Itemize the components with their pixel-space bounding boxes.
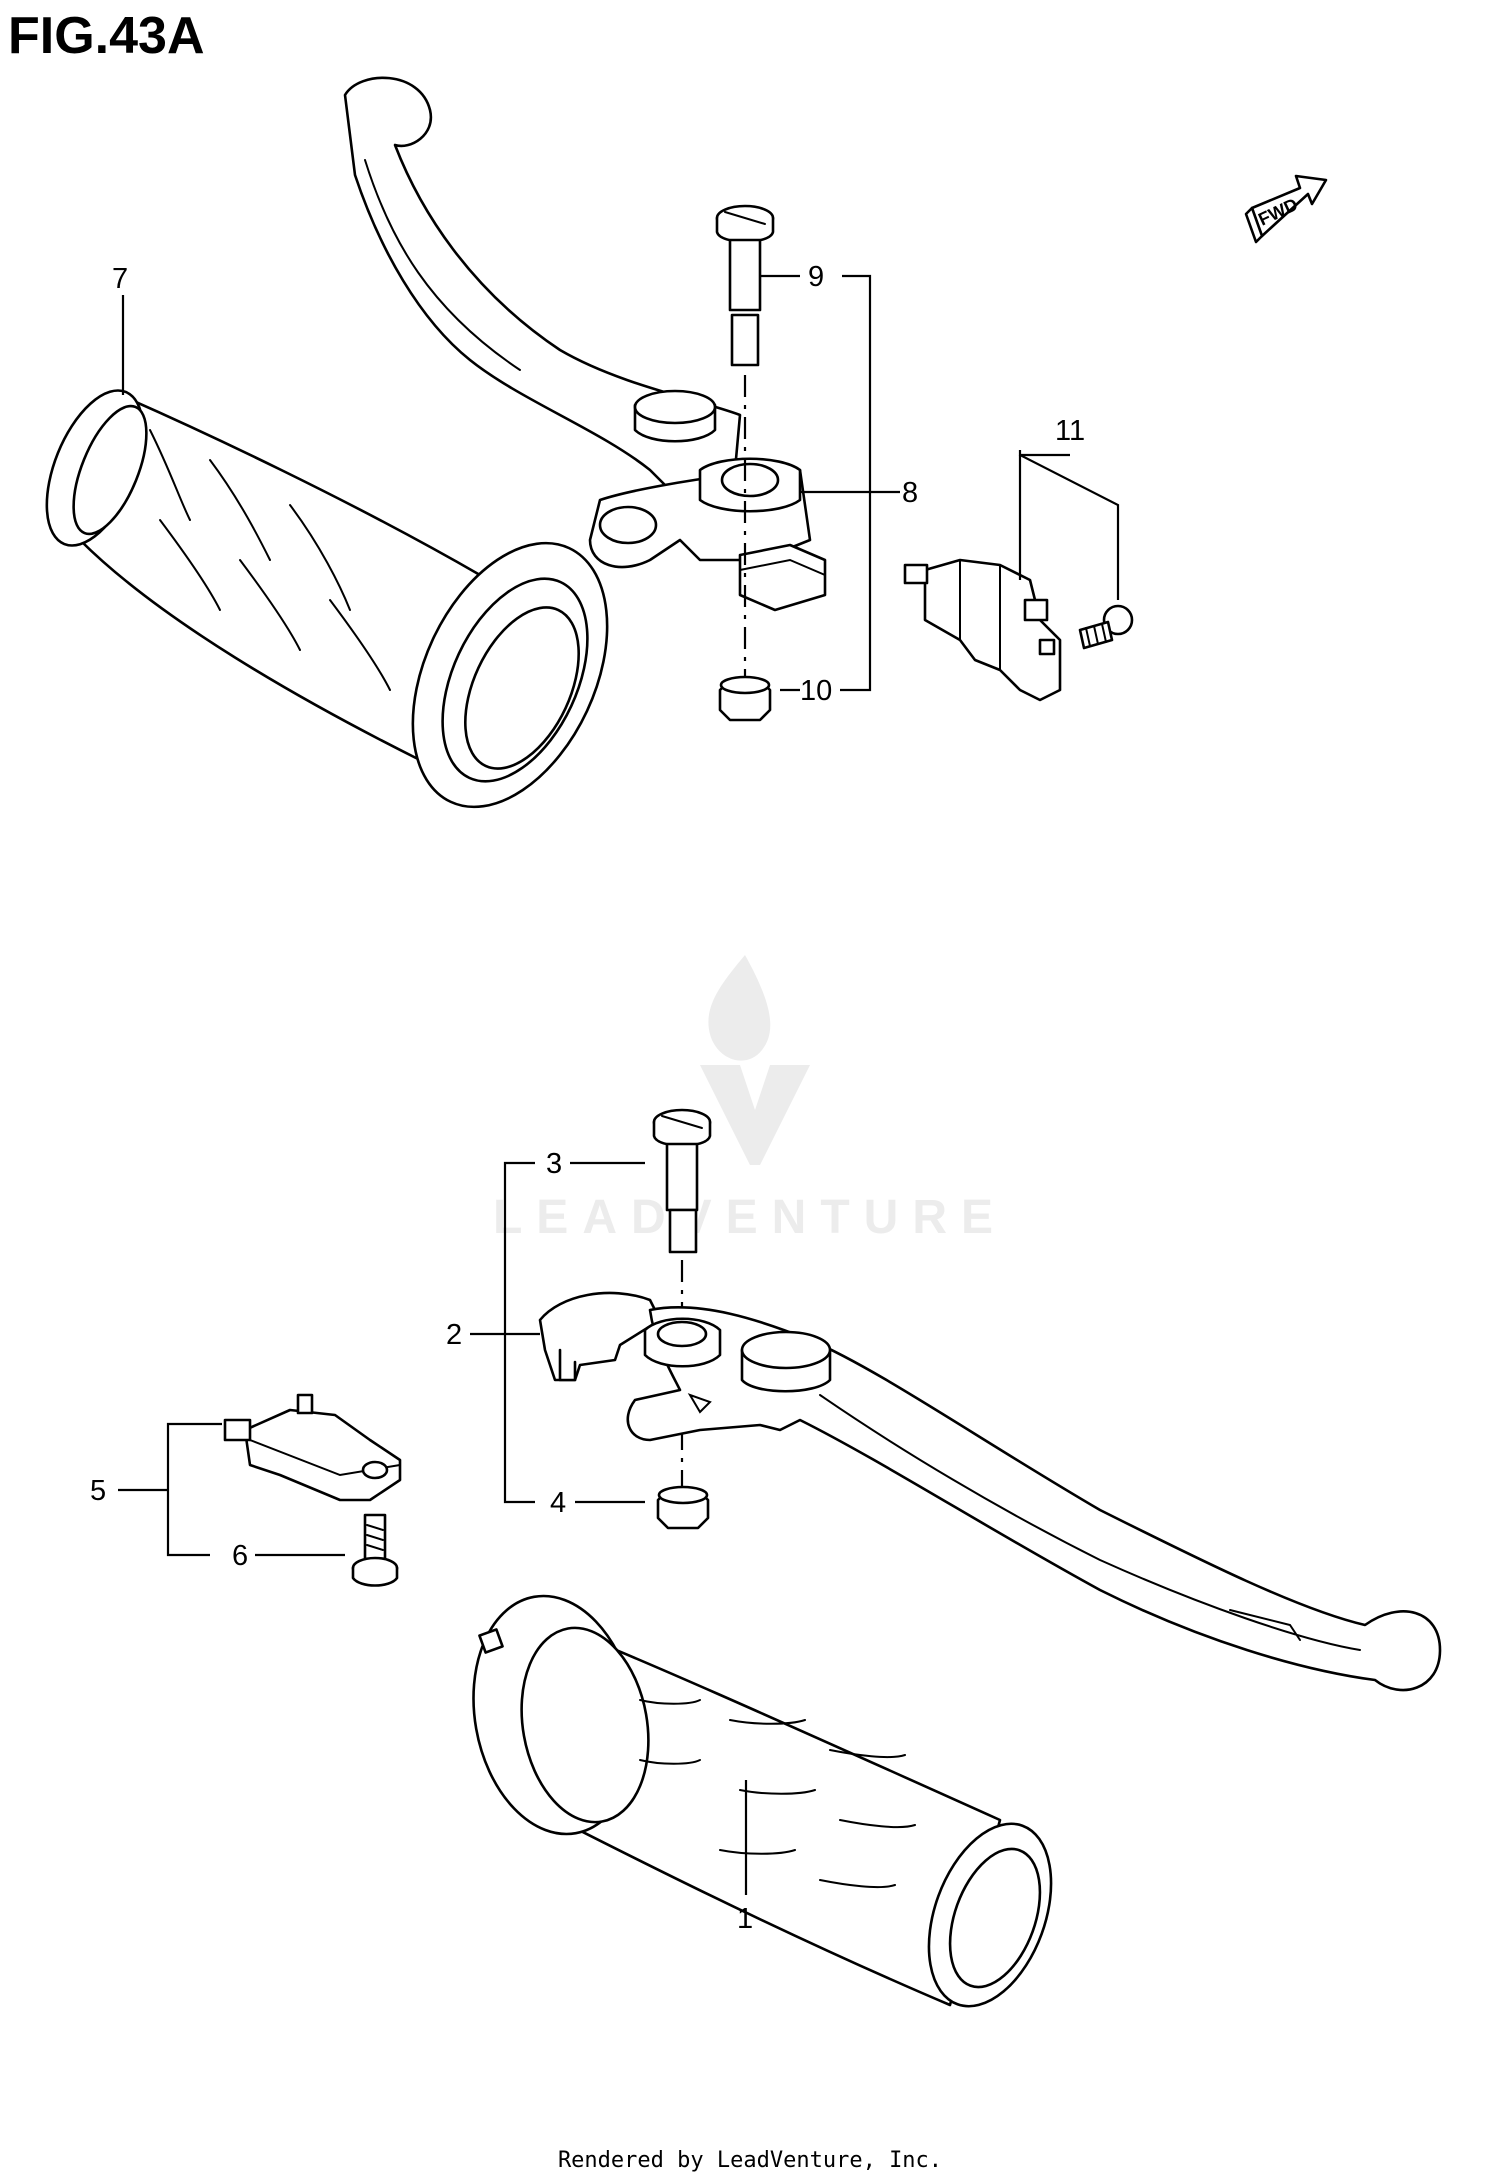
figure-title: FIG.43A [8,7,205,65]
callout-9: 9 [808,261,824,293]
left-handlebar-grip [45,389,609,809]
callout-4: 4 [550,1487,566,1519]
clutch-lever-upper [343,76,827,612]
watermark-logo [700,955,810,1165]
callout-8: 8 [902,477,918,509]
front-brake-switch [223,1393,402,1502]
lever-nut-upper [718,675,772,722]
callout-labels: 7 9 8 11 10 3 2 4 5 6 1 [90,261,1085,1935]
brake-switch-screw [351,1513,399,1587]
callout-10: 10 [800,675,832,707]
callout-5: 5 [90,1475,106,1507]
throttle-grip [472,1594,1053,2008]
callout-7: 7 [112,263,128,295]
clutch-switch [903,558,1062,702]
callout-11: 11 [1055,415,1085,447]
lower-leader-lines [118,1161,748,1895]
callout-2: 2 [446,1319,462,1351]
lever-nut-lower [656,1485,710,1530]
upper-leader-lines [121,274,1120,692]
callout-3: 3 [546,1148,562,1180]
footer-credit: Rendered by LeadVenture, Inc. [557,2148,943,2173]
callout-1: 1 [737,1903,753,1935]
callout-6: 6 [232,1540,248,1572]
fwd-direction-badge: FWD [1244,174,1328,244]
lever-pivot-bolt-upper [715,204,775,690]
clutch-switch-screw [1078,604,1134,650]
watermark-text: LEADVENTURE [492,1191,1008,1244]
brake-lever-lower [538,1291,1442,1692]
